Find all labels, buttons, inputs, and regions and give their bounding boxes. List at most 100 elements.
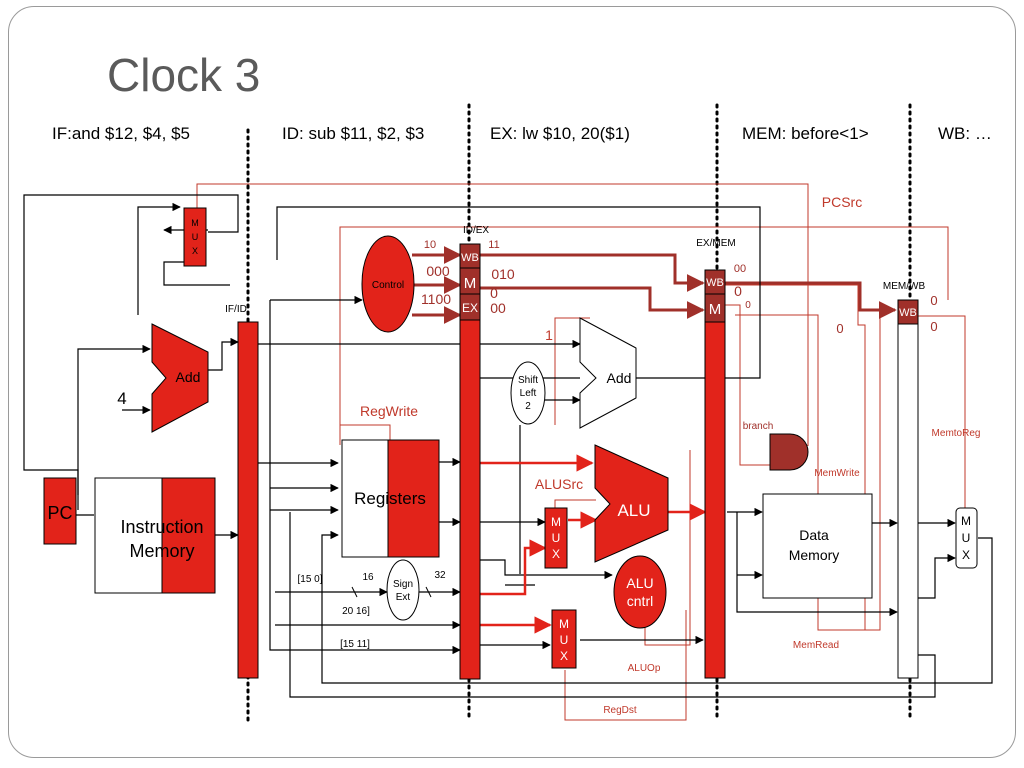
svg-text:0: 0 — [930, 293, 937, 308]
pc-adder-label: Add — [176, 369, 201, 385]
shift-left-2 — [510, 361, 546, 425]
mem-wb-register — [897, 299, 919, 679]
branch-and-gate — [769, 433, 809, 471]
active-paths — [480, 454, 707, 634]
svg-text:000: 000 — [426, 263, 450, 279]
constant-four: 4 — [117, 389, 126, 408]
id-ex-label: ID/EX — [463, 225, 489, 236]
svg-text:X: X — [962, 548, 970, 562]
slide-frame — [8, 6, 1016, 758]
svg-text:M: M — [551, 515, 561, 529]
alu-label: ALU — [617, 501, 650, 520]
svg-text:M: M — [709, 301, 722, 318]
svg-text:16: 16 — [362, 572, 374, 583]
alusrc-line — [554, 317, 590, 425]
alusrc-drop — [554, 499, 596, 508]
svg-text:1100: 1100 — [421, 291, 451, 307]
regwrite-drop — [340, 424, 391, 440]
memread-label: MemRead — [793, 640, 839, 651]
svg-text:U: U — [192, 232, 199, 242]
instruction-memory-label-1: Instruction — [120, 517, 203, 537]
svg-text:cntrl: cntrl — [627, 593, 653, 609]
svg-text:0: 0 — [930, 319, 937, 334]
svg-text:U: U — [552, 531, 561, 545]
pcsrc-label: PCSrc — [822, 194, 862, 210]
instruction-memory-port — [161, 477, 216, 594]
svg-text:00: 00 — [734, 263, 746, 275]
memwrite-line — [725, 284, 866, 630]
svg-text:010: 010 — [491, 266, 515, 282]
regdst-label: RegDst — [603, 705, 637, 716]
svg-text:0: 0 — [745, 300, 751, 311]
svg-text:X: X — [552, 547, 560, 561]
instruction-memory-label-2: Memory — [129, 541, 194, 561]
sign-extend — [386, 559, 420, 621]
memtoreg-line — [918, 315, 966, 510]
aluop-label: ALUOp — [628, 663, 661, 674]
svg-text:U: U — [962, 531, 971, 545]
svg-text:20 16]: 20 16] — [342, 606, 370, 617]
register-file-port — [387, 439, 440, 558]
data-memory — [762, 493, 873, 599]
pc-mux — [183, 207, 207, 267]
data-wires — [23, 194, 993, 698]
svg-text:M: M — [191, 218, 199, 228]
svg-text:0: 0 — [836, 321, 843, 336]
svg-text:Shift: Shift — [518, 375, 538, 386]
svg-text:WB: WB — [706, 277, 724, 289]
branch-adder — [579, 317, 637, 429]
control-unit — [361, 235, 415, 333]
ex-mem-label: EX/MEM — [696, 238, 735, 249]
stage-separators — [246, 103, 912, 722]
svg-text:WB: WB — [899, 307, 917, 319]
svg-text:WB: WB — [461, 252, 479, 264]
pc-label: PC — [47, 503, 72, 523]
regdst-line — [564, 610, 687, 721]
svg-text:32: 32 — [434, 570, 446, 581]
alusrc-label: ALUSrc — [535, 476, 583, 492]
alu-control — [613, 555, 667, 629]
regdst-mux — [551, 609, 577, 669]
registers-label: Registers — [354, 489, 426, 508]
if-id-label: IF/ID — [225, 304, 247, 315]
stage-wb-label: WB: … — [938, 124, 992, 143]
svg-text:M: M — [961, 514, 971, 528]
svg-text:11: 11 — [488, 239, 499, 251]
svg-text:Left: Left — [520, 388, 537, 399]
svg-text:X: X — [192, 246, 198, 256]
ex-mem-register — [704, 269, 726, 679]
svg-text:X: X — [560, 649, 568, 663]
svg-text:U: U — [560, 633, 569, 647]
svg-text:Ext: Ext — [396, 592, 411, 603]
svg-text:0: 0 — [490, 285, 498, 301]
regwrite-label: RegWrite — [360, 403, 418, 419]
svg-text:EX: EX — [462, 301, 478, 315]
stage-if-label: IF:and $12, $4, $5 — [52, 124, 190, 143]
svg-text:M: M — [464, 275, 477, 292]
alu — [594, 444, 669, 563]
svg-text:1: 1 — [545, 327, 553, 343]
svg-text:2: 2 — [525, 401, 531, 412]
control-bus — [412, 246, 897, 324]
pc-adder — [151, 323, 209, 433]
if-id-register — [237, 321, 259, 679]
branch-label: branch — [743, 421, 774, 432]
branch-adder-label: Add — [607, 370, 632, 386]
svg-text:0: 0 — [734, 283, 742, 299]
svg-text:M: M — [559, 617, 569, 631]
svg-text:00: 00 — [490, 300, 506, 316]
svg-text:Sign: Sign — [393, 579, 413, 590]
regwrite-line — [339, 226, 949, 445]
alusrc-mux — [544, 507, 568, 569]
svg-text:Data: Data — [799, 527, 829, 543]
stage-id-label: ID: sub $11, $2, $3 — [282, 124, 425, 143]
svg-text:Memory: Memory — [789, 547, 840, 563]
stage-mem-label: MEM: before<1> — [742, 124, 869, 143]
slide-title: Clock 3 — [107, 49, 261, 101]
mem-wb-label: MEM/WB — [883, 281, 926, 292]
svg-text:10: 10 — [424, 239, 436, 251]
svg-text:[15 11]: [15 11] — [340, 639, 370, 650]
svg-text:ALU: ALU — [626, 575, 653, 591]
svg-text:[15 0]: [15 0] — [297, 574, 322, 585]
